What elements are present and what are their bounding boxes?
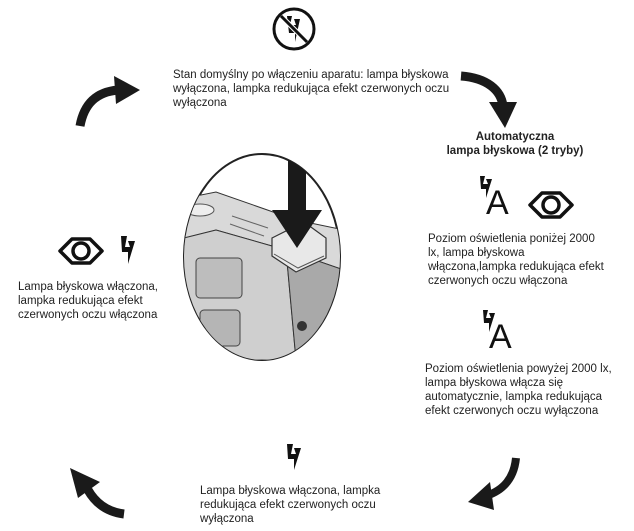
auto-letter: A [486, 184, 509, 222]
auto-flash-title-line2: lampa błyskowa (2 tryby) [446, 145, 584, 157]
default-state-text: Stan domyślny po włączeniu aparatu: lamp… [173, 69, 450, 109]
flash-icon [479, 310, 495, 332]
flash-on-state-text: Lampa błyskowa włączona, lampka redukują… [200, 485, 381, 525]
curved-arrow-icon [68, 464, 128, 520]
flash-eye-on-state-text: Lampa błyskowa włączona, lampka redukują… [18, 281, 158, 321]
flash-off-icon [271, 6, 317, 52]
mode-high-light-text: Poziom oświetlenia powyżej 2000 lx, lamp… [425, 363, 612, 417]
red-eye-icon [528, 190, 574, 220]
camera-illustration [176, 150, 344, 362]
mode-low-light-text: Poziom oświetlenia poniżej 2000 lx, lamp… [428, 233, 604, 287]
red-eye-icon [58, 236, 104, 266]
flash-icon [117, 236, 135, 264]
curved-arrow-icon [466, 456, 522, 512]
flash-icon [476, 176, 492, 198]
press-arrow-icon [272, 158, 322, 248]
flash-icon [283, 444, 301, 470]
auto-flash-title: Automatyczna lampa błyskowa (2 tryby) [420, 130, 610, 158]
curved-arrow-icon [457, 68, 519, 130]
auto-flash-title-line1: Automatyczna [475, 131, 555, 143]
curved-arrow-icon [74, 74, 144, 129]
auto-letter: A [489, 318, 512, 356]
